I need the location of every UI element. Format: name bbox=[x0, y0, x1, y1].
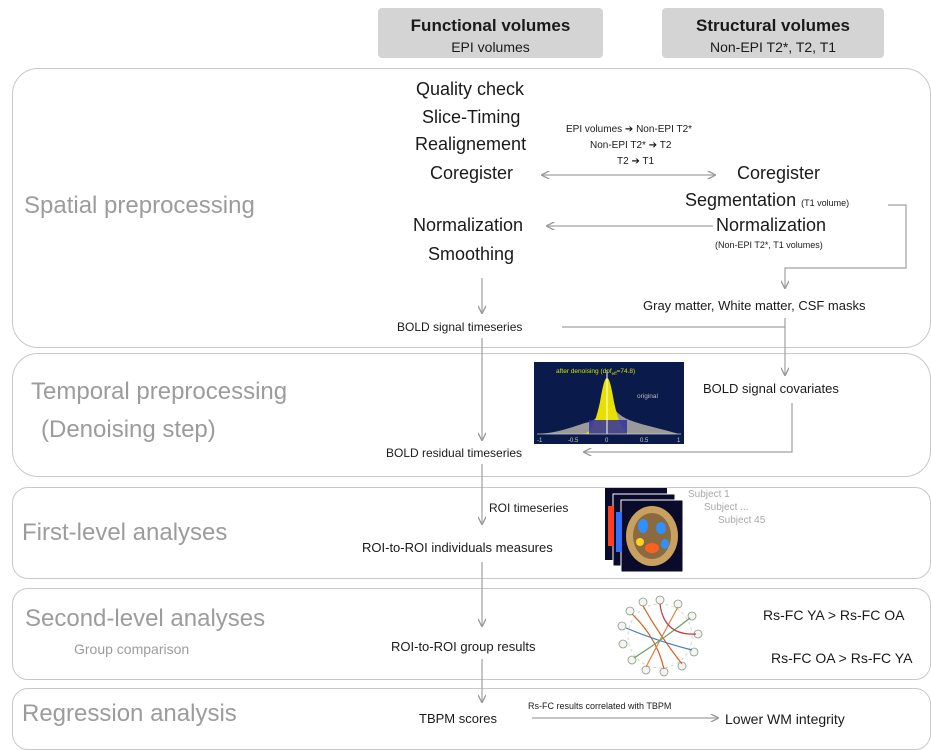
coreg-note-1: EPI volumes ➔ Non-EPI T2* bbox=[566, 124, 693, 135]
functional-volumes-header: Functional volumes EPI volumes bbox=[378, 8, 603, 58]
bold-residual-timeseries: BOLD residual timeseries bbox=[386, 446, 523, 460]
structural-volumes-subtitle: Non-EPI T2*, T2, T1 bbox=[709, 39, 837, 55]
step-realignement: Realignement bbox=[415, 134, 527, 154]
tick-label: 1 bbox=[677, 438, 681, 444]
denoising-step-title: (Denoising step) bbox=[41, 416, 216, 443]
covariates-to-residual-arrow bbox=[584, 403, 793, 452]
flow-arrows bbox=[0, 0, 907, 733]
functional-volumes-title: Functional volumes bbox=[410, 16, 571, 35]
subject-brain-maps bbox=[605, 488, 684, 573]
tick-label: -0.5 bbox=[568, 438, 579, 444]
correlation-note: Rs-FC results correlated with TBPM bbox=[528, 701, 672, 711]
roi-group-results: ROI-to-ROI group results bbox=[391, 639, 536, 654]
group-comparison-subtitle: Group comparison bbox=[74, 641, 190, 657]
denoising-label: after denoising (dofeff=74.8) bbox=[556, 368, 635, 376]
lower-wm-integrity: Lower WM integrity bbox=[725, 711, 845, 727]
temporal-preprocessing-title: Temporal preprocessing bbox=[31, 378, 288, 405]
bold-signal-timeseries: BOLD signal timeseries bbox=[397, 320, 523, 334]
regression-analysis-title: Regression analysis bbox=[22, 700, 237, 727]
structural-volumes-title: Structural volumes bbox=[696, 16, 850, 35]
coreg-note-3: T2 ➔ T1 bbox=[617, 156, 655, 167]
segmentation-note: (T1 volume) bbox=[801, 198, 850, 208]
denoising-label-sub: eff bbox=[612, 371, 618, 376]
roi-individual-measures: ROI-to-ROI individuals measures bbox=[362, 540, 553, 555]
original-label: original bbox=[637, 393, 659, 400]
temporal-preprocessing-panel bbox=[12, 353, 931, 477]
tick-label: -1 bbox=[537, 438, 543, 444]
first-level-analyses-title: First-level analyses bbox=[22, 519, 228, 546]
step-coregister-structural: Coregister bbox=[737, 163, 821, 183]
contrast-ya-gt-oa: Rs-FC YA > Rs-FC OA bbox=[763, 607, 905, 623]
step-quality-check: Quality check bbox=[416, 79, 525, 99]
coreg-note-2: Non-EPI T2* ➔ T2 bbox=[590, 140, 672, 151]
segmentation-label: Segmentation bbox=[685, 190, 797, 210]
tick-label: 0 bbox=[605, 438, 609, 444]
denoising-histogram: after denoising (dofeff=74.8) original -… bbox=[534, 362, 684, 444]
normalization-structural-note: (Non-EPI T2*, T1 volumes) bbox=[715, 240, 823, 250]
roi-timeseries: ROI timeseries bbox=[489, 501, 569, 515]
step-slice-timing: Slice-Timing bbox=[422, 107, 521, 127]
contrast-oa-gt-ya: Rs-FC OA > Rs-FC YA bbox=[771, 650, 913, 666]
tbpm-scores: TBPM scores bbox=[419, 711, 498, 726]
subject-45-label: Subject 45 bbox=[718, 515, 766, 526]
bold-signal-covariates: BOLD signal covariates bbox=[703, 381, 839, 396]
subject-ellipsis-label: Subject ... bbox=[704, 502, 749, 513]
spatial-preprocessing-panel bbox=[12, 68, 931, 348]
step-coregister-functional: Coregister bbox=[430, 163, 514, 183]
spatial-preprocessing-title: Spatial preprocessing bbox=[24, 192, 255, 219]
first-level-analyses-panel bbox=[12, 487, 931, 579]
second-level-analyses-panel bbox=[12, 588, 931, 680]
connectome-ring bbox=[617, 595, 703, 677]
denoising-label-tail: =74.8) bbox=[617, 368, 636, 375]
step-normalization-functional: Normalization bbox=[413, 215, 524, 235]
step-segmentation: Segmentation (T1 volume) bbox=[685, 190, 849, 211]
structural-volumes-header: Structural volumes Non-EPI T2*, T2, T1 bbox=[662, 8, 884, 58]
step-normalization-structural: Normalization bbox=[716, 215, 827, 235]
segmentation-to-masks-arrow bbox=[785, 204, 907, 288]
subject-1-label: Subject 1 bbox=[688, 489, 730, 500]
tissue-masks: Gray matter, White matter, CSF masks bbox=[643, 298, 866, 313]
step-smoothing: Smoothing bbox=[428, 244, 515, 264]
second-level-analyses-title: Second-level analyses bbox=[25, 605, 266, 632]
functional-volumes-subtitle: EPI volumes bbox=[451, 39, 530, 55]
denoising-label-main: after denoising (dof bbox=[556, 368, 612, 375]
tick-label: 0.5 bbox=[640, 438, 649, 444]
